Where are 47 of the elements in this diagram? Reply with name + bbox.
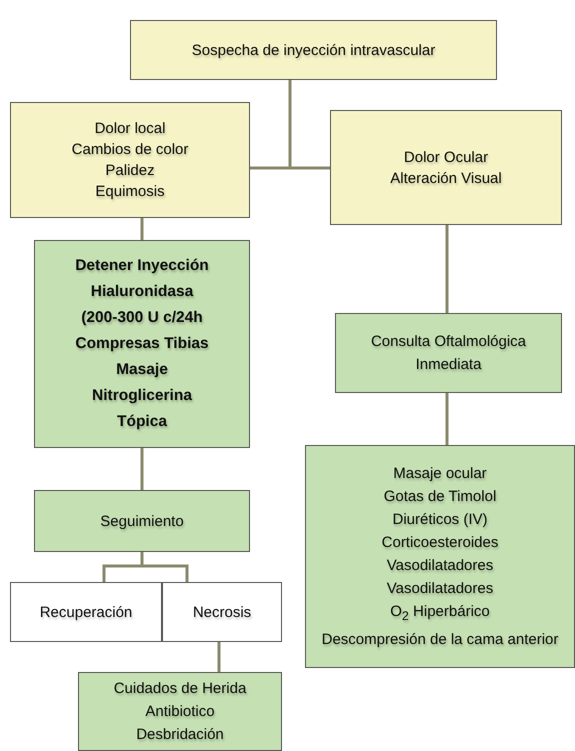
node-text: Hialuronidasa [90, 282, 194, 302]
node-text: Vasodilatadores [386, 556, 494, 576]
node-text: Inmediata [416, 355, 482, 375]
node-text: Palidez [105, 161, 155, 181]
process-box [34, 240, 250, 448]
node-text: Consulta Oftalmológica [370, 332, 526, 352]
process-box [335, 313, 562, 393]
node-text: O$_{2}$ Hiperbárico [390, 602, 490, 625]
connector-line [446, 393, 448, 445]
node-text: Masaje ocular [393, 464, 487, 484]
node-text: Compresas Tibias [75, 334, 209, 354]
node-text: Alteración Visual [390, 168, 502, 188]
node-text: Masaje [116, 360, 168, 380]
node-text: Corticoesteroides [382, 533, 498, 553]
process-box [34, 490, 250, 552]
node-text: (200-300 U c/24h [81, 308, 203, 328]
process-box [10, 102, 250, 218]
process-box [10, 582, 162, 642]
node-text: Descompresión de la cama anterior [322, 630, 558, 650]
process-box [162, 582, 282, 642]
connector-line [288, 80, 330, 170]
node-text: Seguimiento [100, 512, 184, 532]
node-text: Sospecha de inyección intravascular [192, 40, 436, 60]
node-text: Dolor local [94, 119, 166, 139]
node-text: Cuidados de Herida [114, 679, 246, 699]
node-text: Diuréticos (IV) [392, 510, 488, 530]
node-text: Vasodilatadores [386, 579, 494, 599]
process-box [130, 20, 497, 80]
connector-line [218, 642, 220, 672]
connector-line [140, 448, 144, 490]
connector-line [446, 225, 448, 313]
node-text: Necrosis [192, 602, 252, 622]
node-text: Tópica [117, 412, 167, 432]
node-text: Recuperación [40, 602, 132, 622]
connector-line [140, 552, 188, 582]
node-text: Nitroglicerina [92, 386, 192, 406]
node-text: Equimosis [95, 182, 165, 202]
node-text: Dolor Ocular [404, 148, 488, 168]
process-box [305, 445, 575, 668]
process-box [330, 110, 562, 225]
node-text: Gotas de Timolol [384, 487, 496, 507]
connector-line [140, 218, 144, 240]
node-text: Cambios de color [72, 140, 188, 160]
node-text: Desbridación [136, 725, 224, 745]
node-text: Antibiotico [145, 702, 215, 722]
process-box [78, 672, 282, 751]
node-text: Detener Inyección [75, 256, 209, 276]
